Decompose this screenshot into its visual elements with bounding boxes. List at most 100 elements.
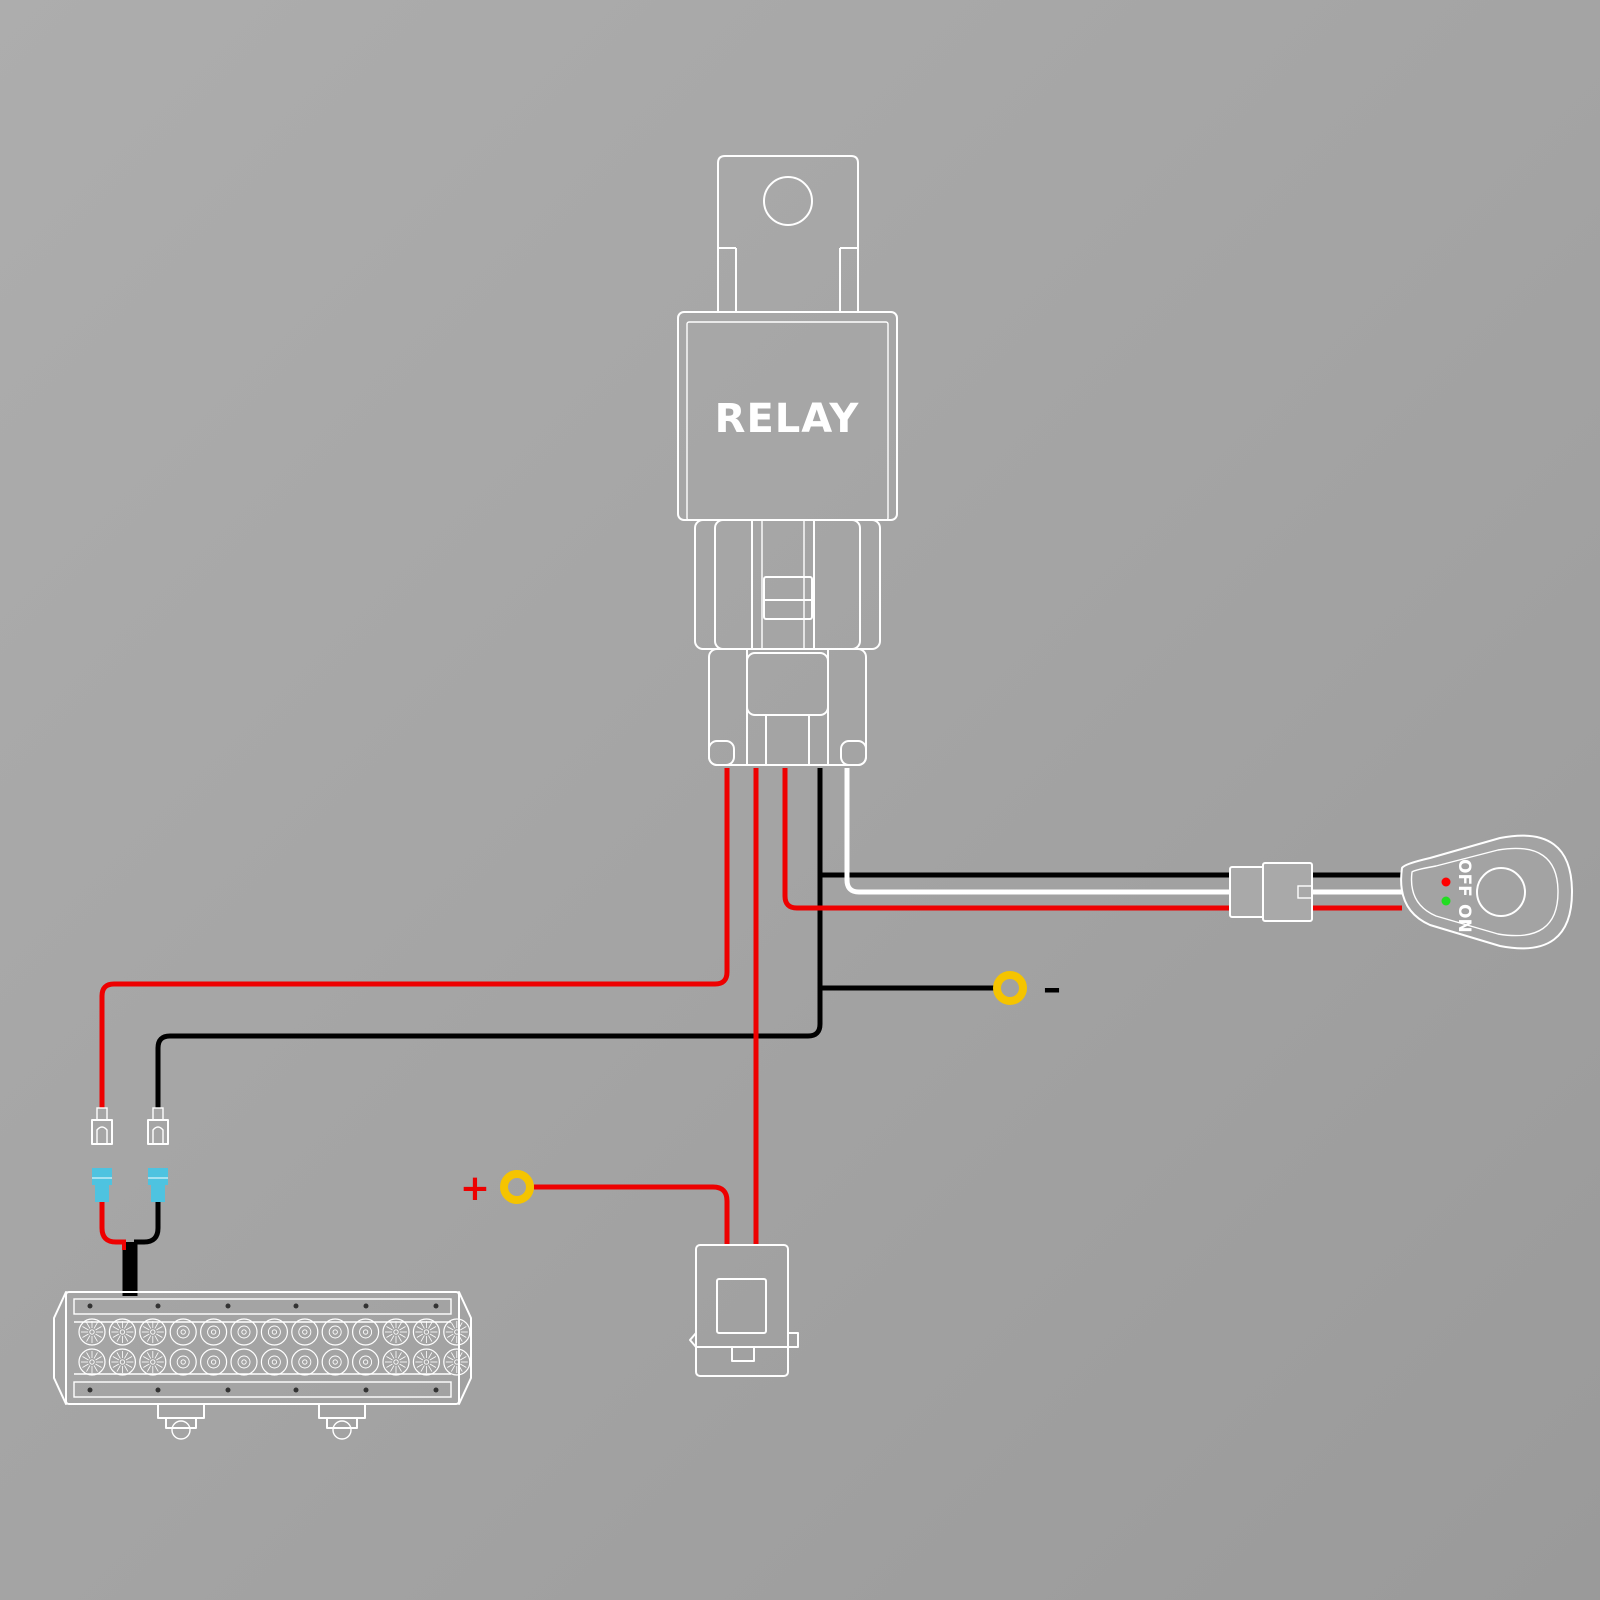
relay-connector-clip[interactable] (746, 652, 829, 716)
cap-top-red (92, 1168, 112, 1185)
relay-connector (708, 648, 867, 766)
led-spot-icon (108, 1318, 137, 1346)
switch-power-wire (782, 768, 1232, 911)
light-bar-ground-wire (155, 768, 823, 1108)
screw-icon (433, 1303, 439, 1309)
fuse-window (716, 1278, 767, 1334)
positive-symbol: + (460, 1168, 490, 1209)
fuse-holder-body (695, 1244, 789, 1377)
led-flood-icon (260, 1348, 288, 1376)
light-bar-red-lead (99, 1202, 126, 1245)
screw-icon (293, 1303, 299, 1309)
fuse-holder[interactable] (689, 1244, 799, 1377)
led-spot-icon (108, 1348, 137, 1376)
rail-screws (87, 1303, 439, 1393)
relay-connector-core (746, 648, 829, 766)
switch-button[interactable] (1476, 867, 1526, 917)
led-flood-icon (230, 1318, 258, 1346)
switch-connector-female (1229, 866, 1265, 918)
relay-connector-foot-left (708, 740, 735, 766)
cap-bottom-red (95, 1185, 109, 1202)
spade-neck-red (96, 1107, 108, 1121)
relay-socket (694, 519, 881, 650)
led-spot-icon (443, 1318, 471, 1346)
positive-terminal[interactable]: + (460, 1168, 534, 1209)
led-flood-icon (200, 1348, 228, 1376)
switch-housing-inner (1410, 847, 1559, 937)
mount-bracket-left (157, 1403, 205, 1440)
led-spot-icon (78, 1348, 106, 1376)
spade-arch-red (96, 1126, 108, 1144)
light-bar-rail-top (73, 1298, 452, 1315)
relay-latch[interactable] (763, 576, 813, 620)
mount-bracket-right (318, 1403, 366, 1440)
screw-icon (433, 1387, 439, 1393)
led-flood-icon (352, 1348, 380, 1376)
switch-off-label: OFF (1454, 859, 1474, 897)
led-spot-icon (412, 1348, 440, 1376)
relay-label: RELAY (715, 396, 860, 442)
light-bar-power-wire (99, 768, 730, 1108)
screw-icon (363, 1387, 369, 1393)
spade-arch-black (152, 1126, 164, 1144)
fuse-clip-right (788, 1332, 799, 1348)
led-flood-icon (291, 1318, 319, 1346)
relay[interactable]: RELAY (677, 155, 898, 766)
led-spot-icon (382, 1348, 410, 1376)
led-spot-icon (139, 1348, 167, 1376)
screw-icon (155, 1303, 161, 1309)
led-grid (78, 1318, 471, 1376)
led-flood-icon (321, 1318, 349, 1346)
spade-body-black (147, 1119, 169, 1145)
spade-connector-black (147, 1107, 169, 1145)
relay-connector-foot-right (840, 740, 867, 766)
light-bar-connectors (91, 1107, 169, 1202)
switch-connector-tab (1297, 885, 1313, 899)
screw-icon (293, 1387, 299, 1393)
fuse-clip-left (689, 1332, 697, 1348)
screw-icon (87, 1387, 93, 1393)
led-spot-icon (412, 1318, 440, 1346)
wires (99, 768, 1402, 1296)
switch-connector (1229, 862, 1313, 922)
relay-mounting-tab (717, 155, 859, 312)
battery-positive-wire (534, 1184, 730, 1246)
led-spot-icon (78, 1318, 106, 1346)
led-flood-icon (260, 1318, 288, 1346)
led-flood-icon (321, 1348, 349, 1376)
led-light-bar[interactable] (53, 1291, 472, 1440)
relay-mounting-hole (763, 176, 813, 226)
led-flood-icon (230, 1348, 258, 1376)
led-flood-icon (200, 1318, 228, 1346)
spade-connector-red (91, 1107, 113, 1145)
negative-terminal[interactable]: – (993, 968, 1061, 1009)
switch-connector-male (1262, 862, 1313, 922)
screw-icon (87, 1303, 93, 1309)
indicator-on-dot (1441, 896, 1451, 906)
rocker-switch[interactable]: OFF ON (1400, 834, 1573, 950)
led-spot-icon (139, 1318, 167, 1346)
ring-terminal-negative-icon (993, 971, 1027, 1005)
screw-icon (363, 1303, 369, 1309)
ring-terminal-positive-icon (500, 1170, 534, 1204)
led-flood-icon (169, 1318, 197, 1346)
led-flood-icon (352, 1318, 380, 1346)
light-bar-housing (65, 1291, 460, 1405)
connector-cap-red (92, 1168, 112, 1202)
light-bar-endcap-left (53, 1291, 67, 1405)
cap-bottom-black (151, 1185, 165, 1202)
led-flood-icon (291, 1348, 319, 1376)
screw-icon (225, 1303, 231, 1309)
switch-on-label: ON (1454, 904, 1474, 933)
led-spot-icon (443, 1348, 471, 1376)
indicator-off-dot (1441, 877, 1451, 887)
led-flood-icon (169, 1348, 197, 1376)
screw-icon (155, 1387, 161, 1393)
screw-icon (225, 1387, 231, 1393)
cap-top-black (148, 1168, 168, 1185)
spade-body-red (91, 1119, 113, 1145)
light-bar-rail-bottom (73, 1381, 452, 1398)
led-spot-icon (382, 1318, 410, 1346)
negative-symbol: – (1043, 968, 1061, 1009)
